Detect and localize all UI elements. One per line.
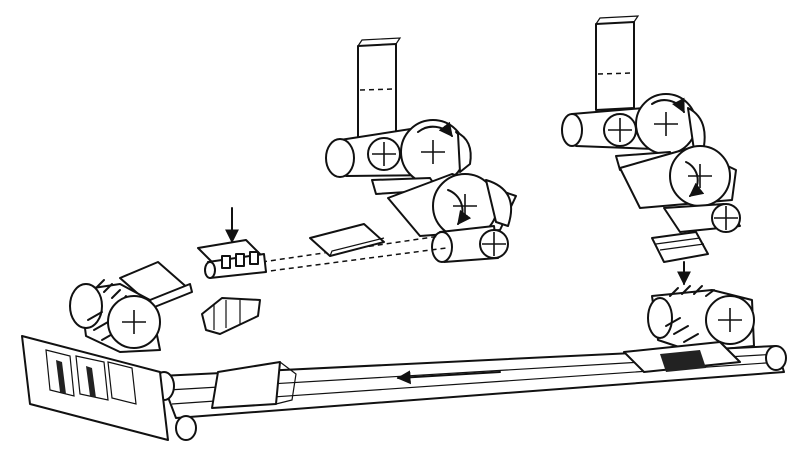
conveyor-direction-arrow [396,370,501,385]
drum-unit-left [69,279,161,353]
folder-unit-left [325,37,517,263]
folder-unit-right [561,15,741,286]
conveyor-belt [159,345,785,419]
signature-on-belt-left [211,361,281,409]
paper-web-1 [357,43,397,143]
conveyor [21,335,787,441]
signature-sheet-mid [309,223,385,257]
signature-sheet-left-2 [201,297,261,335]
gripper-unit [197,207,267,279]
paper-web-2 [595,21,635,111]
drum-unit-right [647,285,755,353]
